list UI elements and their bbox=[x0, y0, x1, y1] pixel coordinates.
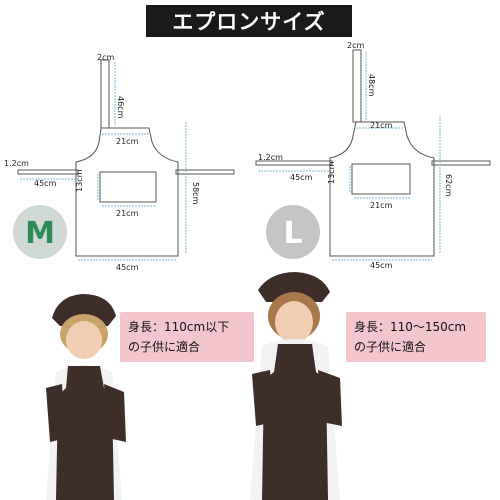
l-tie-width-label: 1.2cm bbox=[258, 153, 283, 162]
apron-l-diagram: 2cm 48cm 21cm 1.2cm 45cm 13cm 21cm 62cm … bbox=[255, 41, 491, 270]
l-note-line2: の子供に適合 bbox=[354, 340, 427, 354]
child-l-figure bbox=[250, 272, 342, 500]
l-pocket-width-label: 21cm bbox=[370, 201, 393, 210]
m-bottom-width-label: 45cm bbox=[116, 263, 139, 272]
size-l-badge: L bbox=[266, 205, 320, 259]
l-tie-length-label: 45cm bbox=[290, 173, 313, 182]
child-m-figure bbox=[46, 294, 126, 500]
m-strap bbox=[100, 59, 110, 129]
l-apron-body bbox=[329, 121, 435, 257]
m-tie-width-label: 1.2cm bbox=[4, 159, 29, 168]
m-note-line2: の子供に適合 bbox=[128, 340, 201, 354]
m-chef-hat bbox=[52, 294, 116, 326]
m-strap-length-label: 46cm bbox=[116, 96, 125, 119]
l-badge-letter: L bbox=[283, 216, 302, 251]
l-chef-hat bbox=[258, 272, 330, 302]
m-strap-width-label: 2cm bbox=[97, 53, 114, 62]
l-body-length-label: 62cm bbox=[444, 174, 453, 197]
m-apron-body bbox=[75, 127, 179, 257]
m-left-tie bbox=[17, 169, 79, 175]
l-strap bbox=[352, 49, 362, 123]
size-m-height-note: 身長：110cm以下 の子供に適合 bbox=[120, 312, 254, 362]
l-bottom-width-label: 45cm bbox=[370, 261, 393, 270]
size-m-badge: M bbox=[13, 205, 67, 259]
children-photos bbox=[46, 272, 342, 500]
m-note-line1: 身長：110cm以下 bbox=[128, 320, 230, 334]
m-badge-letter: M bbox=[25, 216, 55, 251]
m-tie-length-label: 45cm bbox=[34, 179, 57, 188]
l-face bbox=[275, 301, 313, 343]
l-strap-width-label: 2cm bbox=[347, 41, 364, 50]
m-body-length-label: 58cm bbox=[191, 182, 200, 205]
l-left-tie bbox=[255, 160, 333, 166]
m-top-width-label: 21cm bbox=[116, 137, 139, 146]
m-pocket-height-label: 13cm bbox=[75, 169, 84, 192]
m-pocket-width-label: 21cm bbox=[116, 209, 139, 218]
m-apron bbox=[56, 366, 114, 500]
title-text: エプロンサイズ bbox=[172, 10, 326, 34]
apron-m-diagram: 2cm 46cm 21cm 1.2cm 45cm 13cm 21cm 58cm … bbox=[4, 53, 235, 272]
l-pocket-height-label: 13cm bbox=[327, 161, 336, 184]
m-face bbox=[66, 321, 102, 359]
page-title: エプロンサイズ bbox=[146, 5, 352, 37]
l-strap-length-label: 48cm bbox=[367, 74, 376, 97]
l-apron bbox=[262, 344, 328, 500]
l-note-line1: 身長：110～150cm bbox=[354, 320, 467, 334]
l-pocket bbox=[351, 163, 411, 195]
apron-size-diagram: 2cm 46cm 21cm 1.2cm 45cm 13cm 21cm 58cm … bbox=[4, 41, 491, 272]
l-badge-circle bbox=[266, 205, 320, 259]
m-pocket bbox=[99, 171, 157, 203]
m-right-tie bbox=[175, 169, 235, 175]
l-top-width-label: 21cm bbox=[370, 121, 393, 130]
m-badge-circle bbox=[13, 205, 67, 259]
l-right-tie bbox=[431, 160, 491, 166]
size-l-height-note: 身長：110～150cm の子供に適合 bbox=[346, 312, 486, 362]
